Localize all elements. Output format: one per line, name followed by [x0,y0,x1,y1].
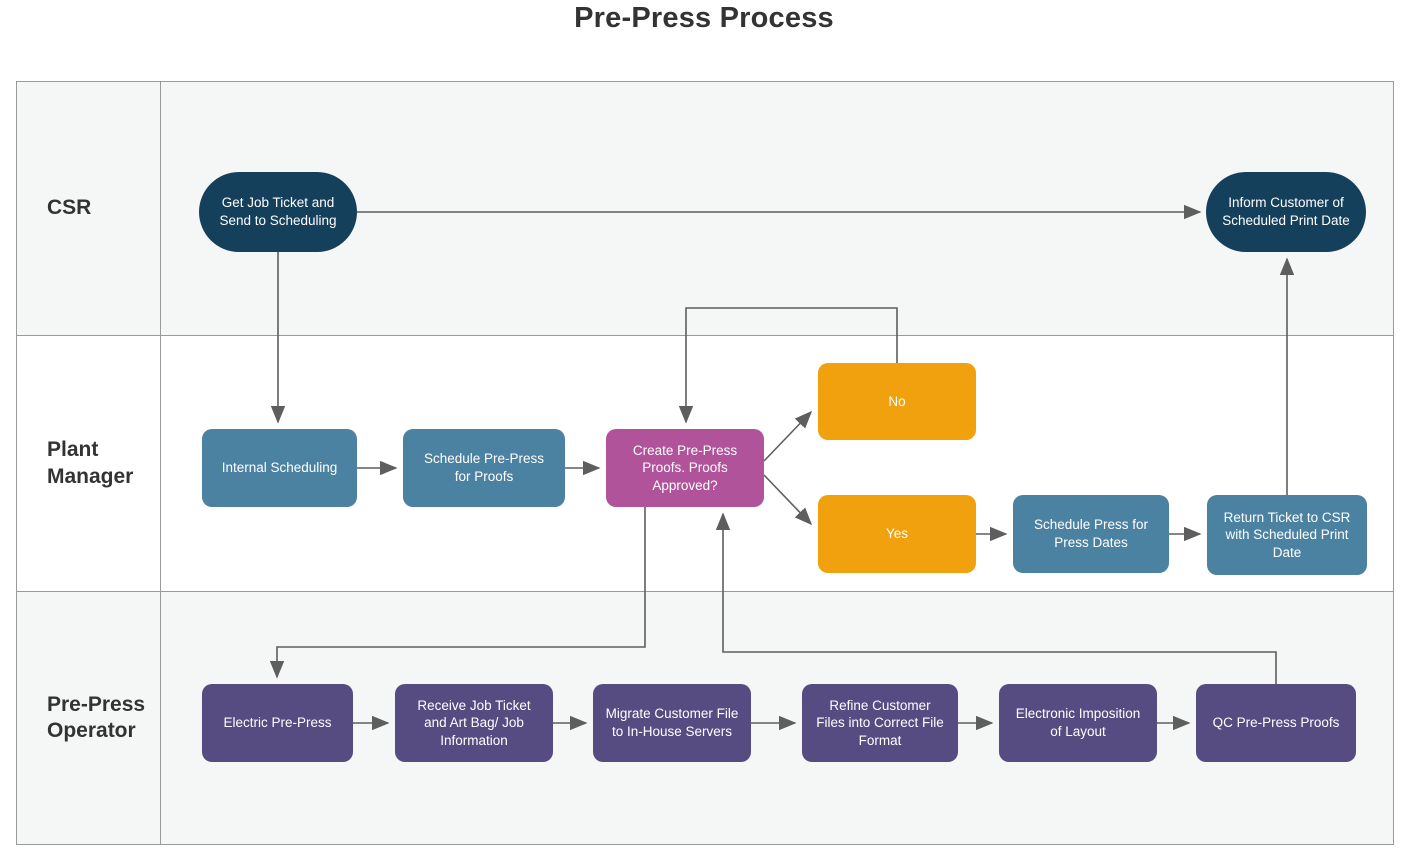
diagram-title: Pre-Press Process [574,2,834,34]
node-schedule-press-for-press-dates[interactable]: Schedule Press for Press Dates [1013,495,1169,573]
node-label: Return Ticket to CSR with Scheduled Prin… [1223,509,1351,560]
node-label: Get Job Ticket and Send to Scheduling [219,195,337,228]
node-inform-customer[interactable]: Inform Customer of Scheduled Print Date [1206,172,1366,252]
node-label: Migrate Customer File to In-House Server… [605,706,739,739]
node-label: QC Pre-Press Proofs [1212,715,1340,731]
node-label: Internal Scheduling [221,460,338,476]
lane-label-text: Plant Manager [47,438,134,488]
node-label: Receive Job Ticket and Art Bag/ Job Info… [417,697,531,748]
node-label: Electronic Imposition of Layout [1015,706,1141,739]
lane-label-csr: CSR [17,82,161,335]
node-label: Schedule Press for Press Dates [1033,517,1149,550]
node-label: Electric Pre-Press [223,715,332,731]
node-migrate-customer-file[interactable]: Migrate Customer File to In-House Server… [593,684,751,762]
node-label: Create Pre-Press Proofs. Proofs Approved… [632,442,738,493]
node-return-ticket-to-csr[interactable]: Return Ticket to CSR with Scheduled Prin… [1207,495,1367,575]
swimlane-frame: CSR Plant Manager Pre-Press Operator [16,81,1394,845]
lane-label-pre-press-operator: Pre-Press Operator [17,592,161,844]
node-electronic-imposition[interactable]: Electronic Imposition of Layout [999,684,1157,762]
node-internal-scheduling[interactable]: Internal Scheduling [202,429,357,507]
node-electric-pre-press[interactable]: Electric Pre-Press [202,684,353,762]
lane-label-plant-manager: Plant Manager [17,336,161,591]
node-refine-customer-files[interactable]: Refine Customer Files into Correct File … [802,684,958,762]
lane-label-text: CSR [47,196,92,220]
node-receive-job-ticket[interactable]: Receive Job Ticket and Art Bag/ Job Info… [395,684,553,762]
node-label: Schedule Pre-Press for Proofs [423,451,545,484]
node-no[interactable]: No [818,363,976,440]
node-label: Refine Customer Files into Correct File … [816,697,944,748]
node-schedule-pre-press-for-proofs[interactable]: Schedule Pre-Press for Proofs [403,429,565,507]
node-qc-pre-press-proofs[interactable]: QC Pre-Press Proofs [1196,684,1356,762]
node-label: Yes [885,526,909,542]
node-label: No [888,393,906,409]
lane-label-text: Pre-Press Operator [47,692,146,742]
node-label: Inform Customer of Scheduled Print Date [1222,195,1350,228]
node-create-pre-press-proofs[interactable]: Create Pre-Press Proofs. Proofs Approved… [606,429,764,507]
node-yes[interactable]: Yes [818,495,976,573]
node-get-job-ticket[interactable]: Get Job Ticket and Send to Scheduling [199,172,357,252]
